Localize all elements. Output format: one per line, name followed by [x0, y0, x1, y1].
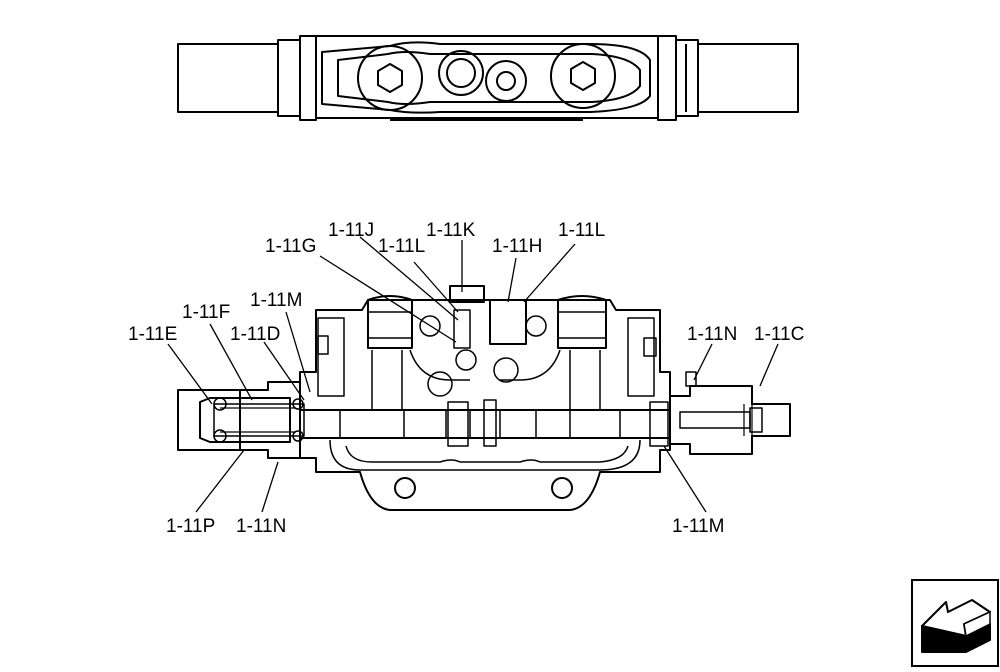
callout-11m-top: 1-11M: [250, 290, 302, 311]
leader-11d: [263, 341, 305, 401]
leader-11m-top: [285, 311, 311, 393]
leader-11n-right: [693, 343, 713, 381]
leader-11j: [359, 236, 459, 321]
leader-11m-bottom: [663, 445, 707, 513]
valve-top-view: [177, 35, 799, 121]
callout-11g: 1-11G: [265, 236, 316, 257]
callout-11n-bottom: 1-11N: [236, 516, 286, 537]
callout-11n-right: 1-11N: [687, 324, 737, 345]
leader-11h: [507, 257, 517, 303]
callout-11j: 1-11J: [328, 220, 374, 241]
callout-11d: 1-11D: [230, 324, 280, 345]
callout-11p: 1-11P: [166, 516, 215, 537]
leader-11p: [195, 449, 245, 513]
leader-lines: [167, 236, 779, 513]
leader-11l-left: [413, 261, 459, 313]
arrow-back-icon[interactable]: [911, 579, 999, 667]
callout-11k: 1-11K: [426, 220, 476, 241]
callout-11h: 1-11H: [492, 236, 542, 257]
callout-11l-left: 1-11L: [378, 236, 425, 257]
valve-section-view: [177, 285, 791, 511]
callout-11m-bottom: 1-11M: [672, 516, 724, 537]
callout-11e: 1-11E: [128, 324, 177, 345]
leader-11g: [319, 255, 457, 343]
leader-11n-bottom: [261, 461, 279, 513]
leader-11f: [209, 323, 253, 401]
leader-11l-right: [523, 243, 576, 303]
leader-11c: [759, 343, 779, 387]
callout-11l-right: 1-11L: [558, 220, 605, 241]
callout-11c: 1-11C: [754, 324, 804, 345]
leader-11e: [167, 343, 213, 405]
callout-11f: 1-11F: [182, 302, 230, 323]
callout-labels: 1-11J 1-11K 1-11L 1-11G 1-11L 1-11H 1-11…: [128, 220, 804, 537]
